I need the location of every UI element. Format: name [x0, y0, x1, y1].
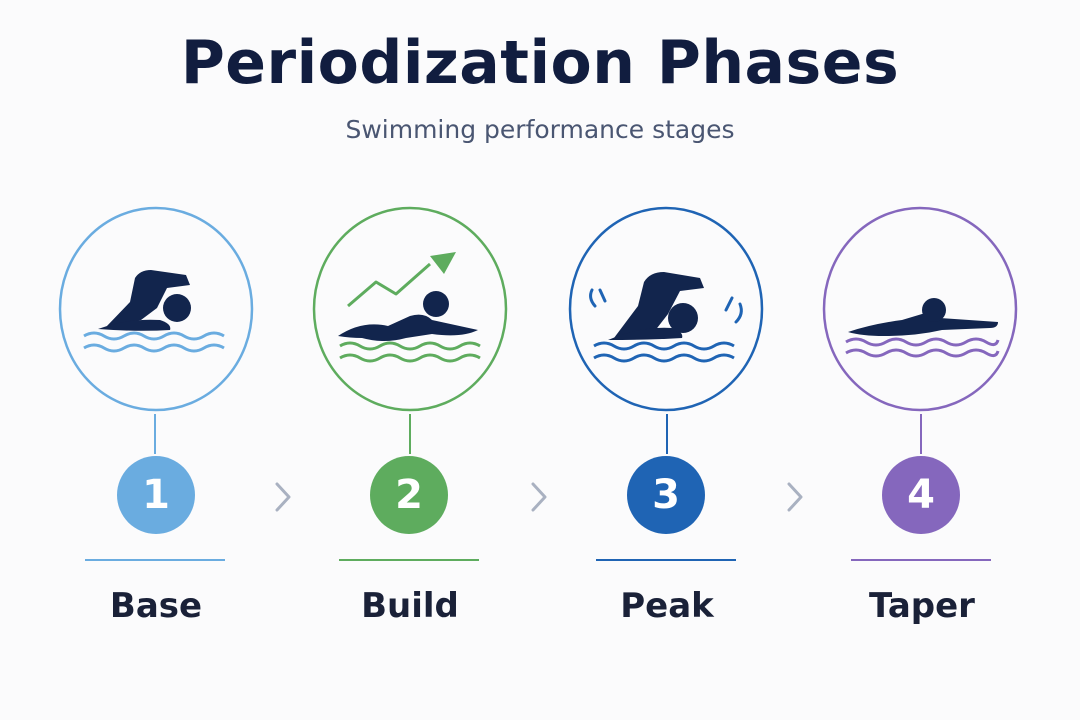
swimmer-splash-icon	[568, 206, 764, 412]
chevron-right-icon	[784, 480, 806, 514]
swimmer-glide-icon	[822, 206, 1018, 412]
phase-3-rule	[596, 559, 736, 561]
phase-1-badge: 1	[117, 456, 195, 534]
phase-3-connector	[666, 414, 668, 454]
phase-3-label: Peak	[620, 586, 714, 626]
swimmer-rising-trend-icon	[312, 206, 508, 412]
phase-2-rule	[339, 559, 479, 561]
phase-3-badge: 3	[627, 456, 705, 534]
phase-3-circle	[568, 206, 764, 412]
page-title: Periodization Phases	[180, 28, 900, 98]
phase-2-circle	[312, 206, 508, 412]
phase-2-connector	[409, 414, 411, 454]
chevron-right-icon	[528, 480, 550, 514]
swimmer-freestyle-icon	[58, 206, 254, 412]
chevron-right-icon	[272, 480, 294, 514]
phase-4-badge: 4	[882, 456, 960, 534]
phase-4-connector	[920, 414, 922, 454]
phase-4-rule	[851, 559, 991, 561]
page-subtitle: Swimming performance stages	[345, 115, 735, 144]
phase-4-circle	[822, 206, 1018, 412]
phase-2-badge: 2	[370, 456, 448, 534]
phase-1-rule	[85, 559, 225, 561]
phase-1-connector	[154, 414, 156, 454]
phase-1-circle	[58, 206, 254, 412]
phase-4-label: Taper	[869, 586, 975, 626]
phase-2-label: Build	[361, 586, 459, 626]
phase-1-label: Base	[109, 586, 203, 626]
